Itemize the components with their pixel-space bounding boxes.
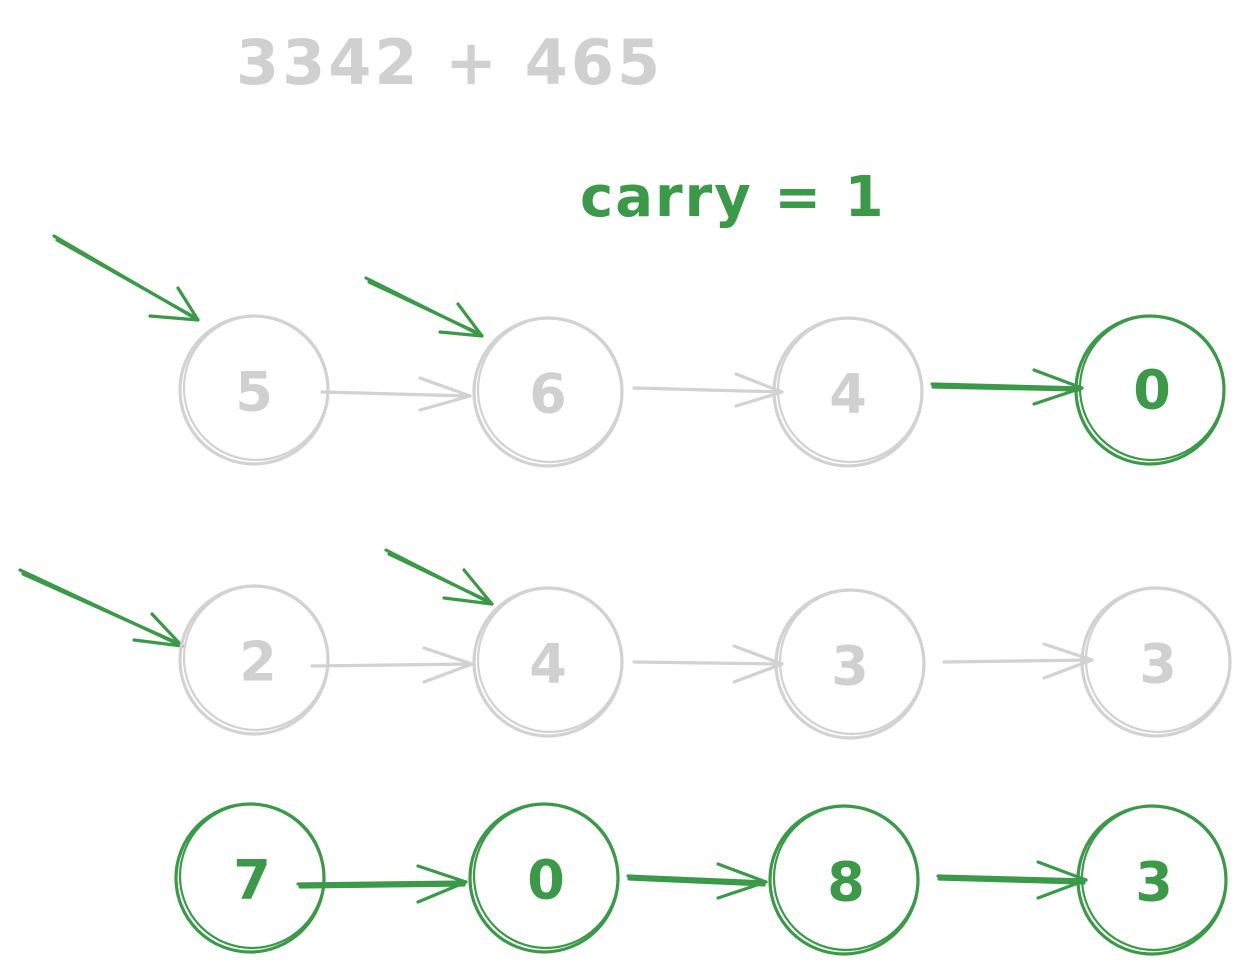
- row3-node3-value: 8: [827, 851, 865, 914]
- row3-node3: 8: [768, 804, 920, 956]
- row1-node4-value: 0: [1133, 359, 1171, 422]
- row1-node4: 0: [1074, 314, 1226, 466]
- row2-node2: 4: [472, 586, 624, 738]
- row2-node1: 2: [178, 584, 330, 736]
- pointer-arrow-row2-node2: [384, 548, 494, 606]
- row3-node2: 0: [468, 802, 620, 954]
- row3-link-1-2: [296, 864, 468, 904]
- row1-node3: 4: [772, 316, 924, 468]
- row3-node4-value: 3: [1135, 851, 1173, 914]
- row1-node2: 6: [472, 316, 624, 468]
- row2-node4-value: 3: [1139, 633, 1177, 696]
- row3-link-2-3: [626, 862, 768, 900]
- row2-node3-value: 3: [831, 635, 869, 698]
- row2-node1-value: 2: [239, 631, 277, 694]
- pointer-arrow-row2-node1: [18, 568, 184, 648]
- row1-node1-value: 5: [235, 361, 273, 424]
- row2-link-2-3: [632, 644, 784, 684]
- pointer-arrow-row1-node2: [364, 276, 484, 338]
- row2-node4: 3: [1080, 586, 1232, 738]
- row3-node4: 3: [1076, 804, 1228, 956]
- row1-node2-value: 6: [529, 363, 567, 426]
- pointer-arrow-row1-node1: [52, 234, 200, 322]
- row2-node2-value: 4: [529, 633, 567, 696]
- carry-label: carry = 1: [580, 165, 886, 230]
- row3-node1: 7: [174, 802, 326, 954]
- row3-link-3-4: [936, 860, 1088, 900]
- row1-link-2-3: [632, 372, 784, 408]
- row1-link-1-2: [320, 376, 472, 412]
- row2-node3: 3: [774, 588, 926, 740]
- row1-node1: 5: [178, 314, 330, 466]
- row1-link-3-4: [930, 368, 1084, 406]
- row3-node2-value: 0: [527, 849, 565, 912]
- equation-label: 3342 + 465: [236, 26, 663, 99]
- row2-link-1-2: [310, 646, 474, 684]
- row3-node1-value: 7: [233, 849, 271, 912]
- row1-node3-value: 4: [829, 363, 867, 426]
- row2-link-3-4: [942, 642, 1094, 680]
